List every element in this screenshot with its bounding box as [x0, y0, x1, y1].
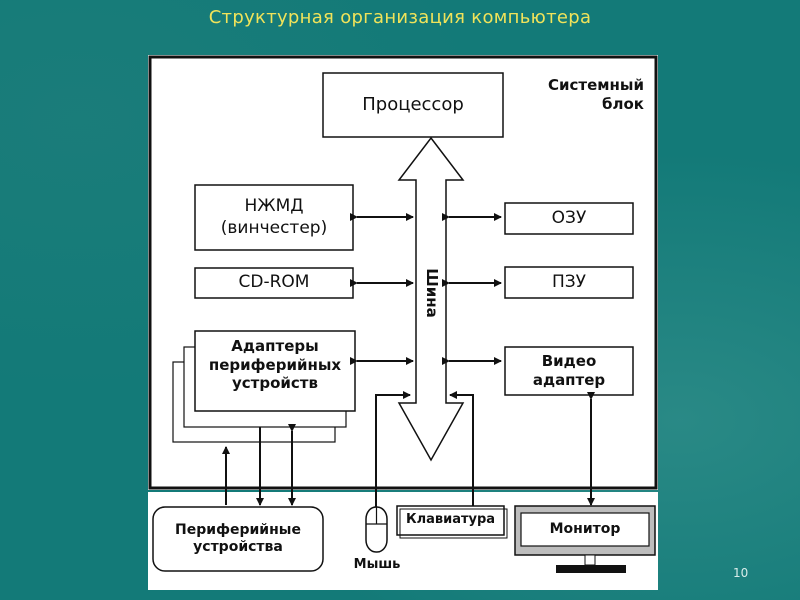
video-adapter-box — [504, 346, 634, 396]
hdd-label: НЖМД (винчестер) — [220, 196, 328, 238]
bus-label: Шина — [423, 268, 441, 318]
system-unit-label: Системный блок — [548, 75, 644, 114]
computer-structure-diagram: Системный блок Процессор НЖМД (винчестер… — [148, 55, 658, 590]
ram-label: ОЗУ — [551, 207, 587, 228]
system-unit-border — [148, 55, 658, 490]
ram-box — [504, 202, 634, 235]
rom-box — [504, 266, 634, 299]
monitor-neck — [584, 554, 596, 566]
keyboard-label: Клавиатура — [405, 512, 496, 528]
cdrom-box — [194, 267, 354, 299]
keyboard-shadow — [399, 508, 508, 539]
rom-label: ПЗУ — [551, 271, 587, 292]
bus-arrow — [397, 136, 465, 462]
mouse-bus-link — [375, 391, 411, 508]
peripherals-box — [152, 506, 324, 572]
monitor-stand — [556, 565, 626, 573]
mouse-label: Мышь — [353, 556, 401, 572]
keyboard-bus-link — [449, 391, 474, 508]
page-number: 10 — [733, 566, 749, 580]
video-adapter-label: Видео адаптер — [532, 352, 606, 389]
monitor-screen — [520, 512, 650, 547]
keyboard-box — [396, 505, 505, 536]
processor-box — [322, 72, 504, 138]
diagram-canvas — [148, 55, 658, 590]
peripherals-label: Периферийные устройства — [175, 521, 301, 556]
slide-title: Структурная организация компьютера — [208, 7, 592, 28]
monitor-label: Монитор — [549, 520, 621, 537]
adapter-card-1 — [194, 330, 356, 412]
peripheral-adapters-label: Адаптеры периферийных устройств — [208, 336, 342, 393]
cdrom-label: CD-ROM — [238, 272, 310, 293]
processor-label: Процессор — [362, 93, 464, 115]
